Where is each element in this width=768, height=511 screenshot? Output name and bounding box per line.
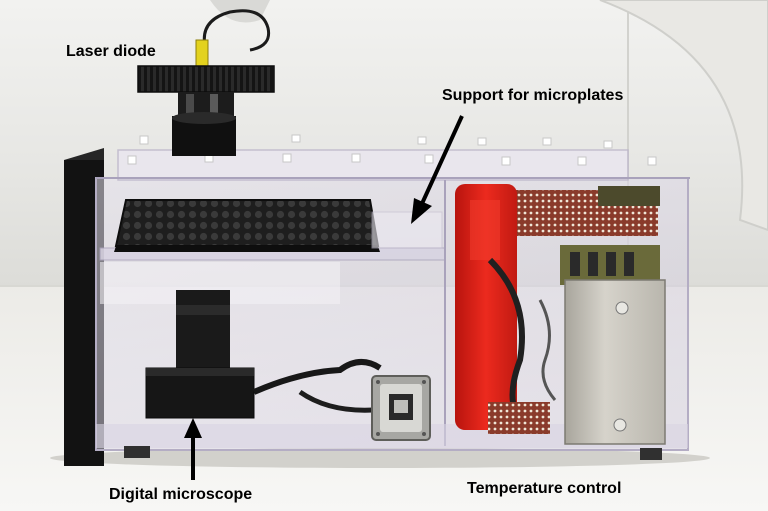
microplate [114,199,380,252]
laser-diode [137,9,275,156]
label-digital-microscope: Digital microscope [109,486,253,503]
annotation-arrows [184,115,464,480]
label-laser-diode: Laser diode [66,43,156,60]
top-pegs [127,134,657,166]
label-temperature-control: Temperature control [467,480,622,497]
label-support-microplates: Support for microplates [442,87,624,104]
usb-connector [371,375,431,441]
temperature-control-unit [455,184,666,445]
metal-enclosure [564,279,666,445]
